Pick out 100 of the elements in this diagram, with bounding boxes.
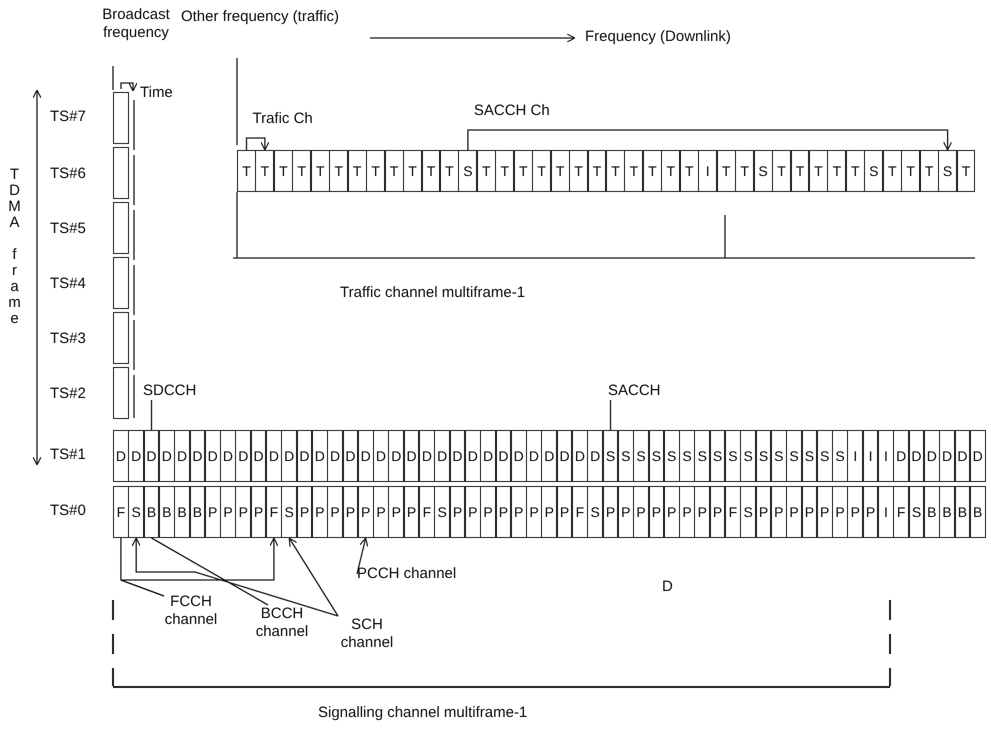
- time-slot-cell: S: [710, 430, 726, 482]
- time-slot-cell: T: [495, 150, 514, 192]
- time-slot-cell: P: [388, 486, 404, 538]
- edge-label: SACCH Ch: [474, 102, 550, 120]
- time-slot-cell: B: [190, 486, 206, 538]
- time-slot-cell: D: [190, 430, 206, 482]
- time-slot-cell: T: [440, 150, 459, 192]
- time-slot-cell: T: [514, 150, 533, 192]
- time-slot-cell: T: [366, 150, 386, 192]
- channel-label: PCCH channel: [357, 565, 456, 583]
- caption: Signalling channel multiframe-1: [318, 704, 528, 722]
- time-slot-cell: P: [556, 486, 572, 538]
- time-slot-cell: S: [756, 430, 772, 482]
- time-slot-cell: D: [128, 430, 144, 482]
- axis-title: Frequency (Downlink): [585, 28, 731, 46]
- row-label: TS#1: [50, 446, 86, 464]
- time-slot-cell: I: [847, 430, 864, 482]
- time-slot-cell: D: [587, 430, 604, 482]
- time-slot-cell: P: [296, 486, 312, 538]
- time-slot-cell: P: [204, 486, 221, 538]
- time-slot-cell: S: [694, 430, 710, 482]
- time-slot-cell: S: [802, 430, 818, 482]
- time-slot-cell: D: [296, 430, 312, 482]
- time-slot-cell: D: [556, 430, 572, 482]
- arrow: [120, 537, 278, 597]
- time-slot-cell: P: [342, 486, 358, 538]
- time-slot-cell: D: [419, 430, 435, 482]
- time-slot-cell: D: [250, 430, 266, 482]
- time-slot-cell: D: [327, 430, 343, 482]
- time-slot-cell: P: [220, 486, 236, 538]
- time-slot-cell: P: [710, 486, 726, 538]
- time-slot-cell: B: [924, 486, 940, 538]
- time-slot-cell: F: [725, 486, 741, 538]
- time-slot-cell: S: [908, 486, 924, 538]
- time-slot-cell: P: [480, 486, 496, 538]
- time-slot-cell: B: [939, 486, 955, 538]
- time-slot-cell: D: [572, 430, 588, 482]
- time-slot-box: [113, 202, 129, 254]
- time-slot-cell: T: [772, 150, 791, 192]
- time-slot-cell: F: [572, 486, 588, 538]
- time-slot-box: [113, 367, 129, 419]
- time-slot-cell: T: [680, 150, 699, 192]
- time-slot-cell: S: [740, 430, 756, 482]
- time-slot-cell: P: [510, 486, 527, 538]
- axis-title: TDMA frame: [6, 166, 22, 326]
- axis-title: Other frequency (traffic): [180, 8, 340, 26]
- time-slot-cell: D: [541, 430, 558, 482]
- time-slot-cell: T: [403, 150, 422, 192]
- time-slot-cell: P: [541, 486, 558, 538]
- time-slot-cell: B: [144, 486, 160, 538]
- channel-label: BCCH channel: [243, 605, 321, 641]
- time-slot-cell: P: [526, 486, 542, 538]
- time-slot-cell: T: [642, 150, 662, 192]
- time-slot-cell: T: [569, 150, 588, 192]
- time-slot-cell: F: [113, 486, 129, 538]
- time-slot-cell: T: [476, 150, 496, 192]
- time-slot-cell: T: [384, 150, 404, 192]
- time-slot-cell: D: [510, 430, 527, 482]
- time-slot-cell: D: [113, 430, 129, 482]
- time-slot-cell: F: [419, 486, 435, 538]
- time-slot-cell: T: [606, 150, 625, 192]
- time-slot-cell: B: [954, 486, 970, 538]
- time-slot-cell: F: [266, 486, 282, 538]
- row-label: TS#0: [50, 502, 86, 520]
- time-slot-cell: D: [204, 430, 221, 482]
- time-slot-cell: P: [450, 486, 466, 538]
- time-slot-cell: P: [862, 486, 878, 538]
- time-slot-cell: B: [158, 486, 175, 538]
- time-slot-cell: P: [464, 486, 481, 538]
- time-slot-cell: T: [532, 150, 552, 192]
- time-slot-cell: I: [878, 430, 894, 482]
- time-slot-box: [113, 257, 129, 309]
- time-slot-cell: P: [756, 486, 772, 538]
- time-slot-cell: S: [618, 430, 634, 482]
- time-slot-cell: P: [633, 486, 649, 538]
- time-slot-cell: T: [237, 150, 256, 192]
- time-slot-cell: T: [329, 150, 348, 192]
- time-slot-cell: D: [388, 430, 404, 482]
- time-slot-cell: T: [661, 150, 680, 192]
- channel-label: SDCCH: [143, 382, 196, 400]
- time-slot-cell: D: [464, 430, 481, 482]
- time-slot-cell: T: [920, 150, 939, 192]
- time-slot-cell: D: [450, 430, 466, 482]
- row-label: TS#6: [50, 165, 86, 183]
- time-slot-cell: T: [422, 150, 440, 192]
- time-slot-cell: I: [878, 486, 894, 538]
- time-slot-cell: T: [790, 150, 810, 192]
- time-slot-cell: S: [281, 486, 298, 538]
- time-slot-cell: D: [480, 430, 496, 482]
- time-slot-cell: I: [862, 430, 878, 482]
- arrow: [246, 137, 270, 151]
- time-slot-cell: T: [550, 150, 570, 192]
- annotation: D: [662, 578, 673, 596]
- time-slot-cell: P: [847, 486, 864, 538]
- time-slot-cell: S: [786, 430, 802, 482]
- channel-label: FCCH channel: [152, 593, 230, 629]
- time-slot-cell: P: [786, 486, 802, 538]
- time-slot-cell: S: [128, 486, 144, 538]
- time-slot-cell: D: [970, 430, 986, 482]
- row-label: TS#3: [50, 330, 86, 348]
